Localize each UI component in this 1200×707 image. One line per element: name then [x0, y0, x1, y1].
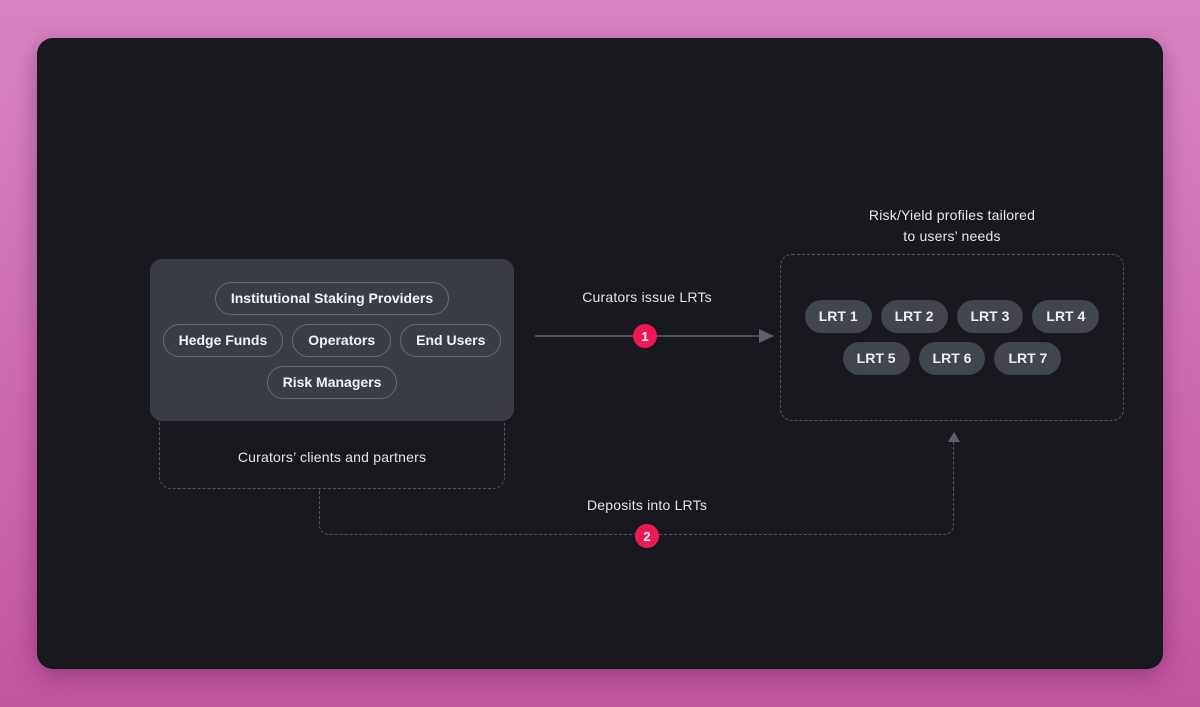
lrt-dashed-box: LRT 1 LRT 2 LRT 3 LRT 4 LRT 5 LRT 6 LRT …: [780, 254, 1124, 421]
clients-box: Institutional Staking Providers Hedge Fu…: [150, 259, 514, 421]
pill-lrt-4: LRT 4: [1032, 300, 1100, 333]
lrt-title-line-2: to users’ needs: [903, 228, 1001, 244]
flow-2-label: Deposits into LRTs: [586, 497, 708, 513]
clients-pill-row-1: Institutional Staking Providers: [214, 281, 450, 315]
pill-lrt-7: LRT 7: [994, 342, 1062, 375]
arrow-right-icon: [759, 329, 774, 343]
flow-step-2-badge: 2: [635, 524, 659, 548]
lrt-title: Risk/Yield profiles tailored to users’ n…: [780, 205, 1124, 247]
lrt-title-line-1: Risk/Yield profiles tailored: [868, 207, 1036, 223]
lrt-pill-row-2: LRT 5 LRT 6 LRT 7: [842, 342, 1062, 375]
pill-risk-managers: Risk Managers: [266, 365, 398, 399]
pill-hedge-funds: Hedge Funds: [162, 323, 284, 357]
arrow-up-icon: [948, 432, 960, 442]
pill-end-users: End Users: [400, 323, 502, 357]
flow-step-1-badge: 1: [633, 324, 657, 348]
clients-caption: Curators’ clients and partners: [237, 449, 427, 465]
flow-1-label: Curators issue LRTs: [582, 289, 712, 305]
pill-lrt-2: LRT 2: [880, 300, 948, 333]
clients-pill-row-2: Hedge Funds Operators End Users: [162, 323, 502, 357]
clients-pill-row-3: Risk Managers: [266, 365, 398, 399]
flow-2-dashed-path-vertical: [953, 442, 963, 489]
lrt-pill-row-1: LRT 1 LRT 2 LRT 3 LRT 4: [804, 300, 1100, 333]
pill-operators: Operators: [292, 323, 392, 357]
pill-lrt-1: LRT 1: [804, 300, 872, 333]
pill-lrt-6: LRT 6: [918, 342, 986, 375]
pill-lrt-5: LRT 5: [842, 342, 910, 375]
pill-lrt-3: LRT 3: [956, 300, 1024, 333]
pill-institutional-staking-providers: Institutional Staking Providers: [214, 281, 450, 315]
diagram-panel: Curators’ clients and partners Instituti…: [37, 38, 1163, 669]
